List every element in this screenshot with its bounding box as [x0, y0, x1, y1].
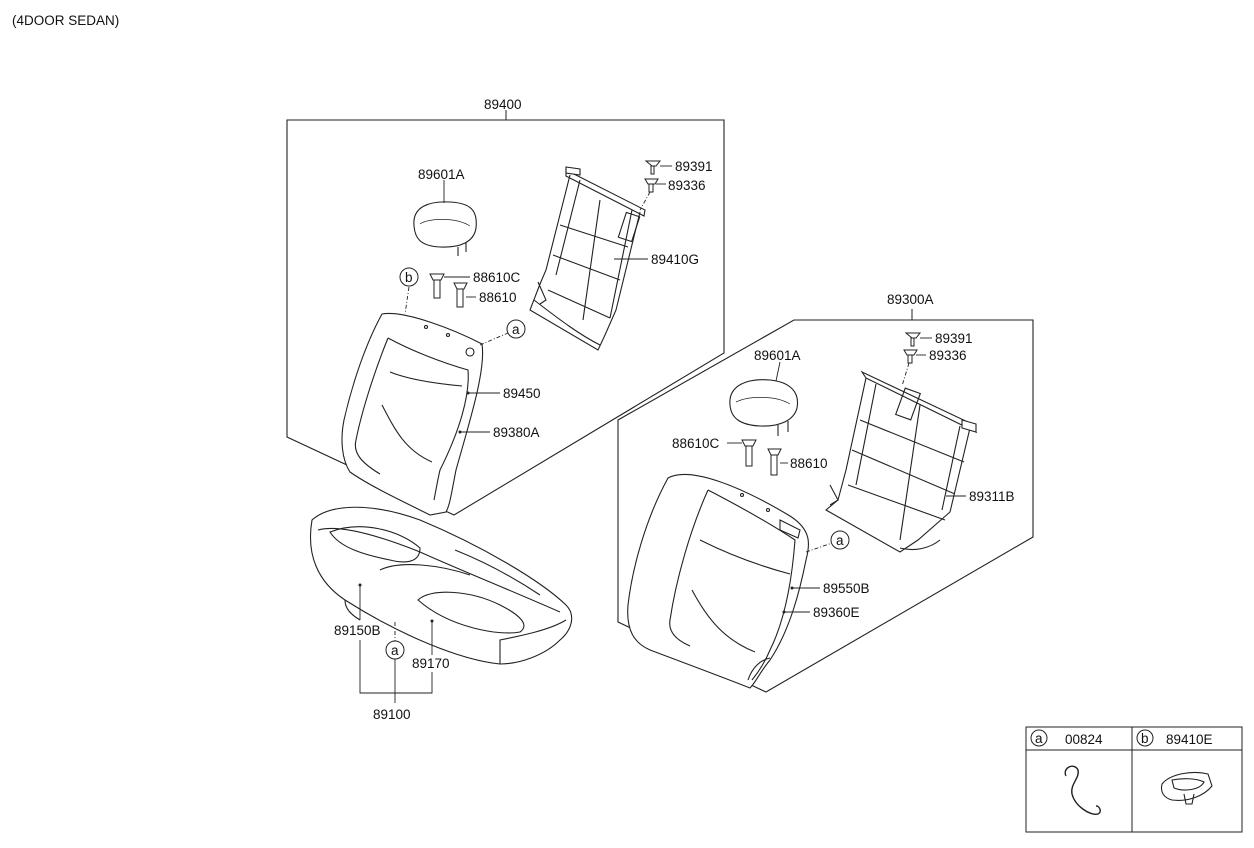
right-seatback-cover-icon	[627, 474, 810, 689]
right-frame-label: 89311B	[969, 489, 1015, 504]
cushion-assembly: 89150B 89170 a 89100	[309, 506, 573, 722]
cushion-callout-a-letter: a	[391, 643, 399, 658]
cushion-pad-label: 89150B	[334, 623, 381, 638]
cushion-cover-label: 89170	[412, 656, 450, 671]
left-seatback-assembly: 89400 89601A 88610C 88610 b	[286, 97, 725, 516]
right-callout-a-letter: a	[836, 533, 844, 548]
right-callout-a	[830, 530, 850, 550]
right-seatback-assembly: 89300A 89601A 88610C 88610	[617, 292, 1034, 693]
left-guide-c-label: 88610C	[473, 270, 521, 285]
legend-a-letter: a	[1035, 731, 1043, 746]
left-pad-label: 89450	[503, 386, 541, 401]
left-cover-label: 89380A	[493, 425, 540, 440]
left-assembly-number: 89400	[484, 97, 522, 112]
left-guide-label: 88610	[479, 290, 517, 305]
left-callout-a-letter: a	[512, 322, 520, 337]
right-assembly-number: 89300A	[887, 292, 934, 307]
left-clip1-label: 89391	[675, 159, 713, 174]
right-guide-icons	[741, 439, 782, 476]
right-headrest-label: 89601A	[754, 348, 801, 363]
right-pad-label: 89550B	[823, 581, 870, 596]
right-clip1-label: 89391	[935, 331, 973, 346]
right-clip2-label: 89336	[929, 348, 967, 363]
left-callout-a	[506, 319, 526, 339]
headrest-bezel-icon	[1160, 771, 1213, 805]
legend-b-part: 89410E	[1166, 732, 1213, 747]
right-headrest-icon	[729, 379, 799, 436]
left-clip-icons	[644, 160, 662, 193]
left-frame-label: 89410G	[651, 252, 699, 267]
right-seatback-frame-icon	[825, 370, 978, 553]
right-clip-icons	[903, 332, 922, 364]
left-guide-icons	[429, 273, 468, 308]
legend-table: a 00824 b 89410E	[1025, 726, 1243, 833]
right-cover-label: 89360E	[813, 605, 860, 620]
left-callout-b	[399, 267, 419, 287]
left-clip2-label: 89336	[668, 178, 706, 193]
right-guide-label: 88610	[790, 456, 828, 471]
left-callout-b-letter: b	[405, 270, 413, 285]
legend-callout-b	[1136, 729, 1154, 747]
right-assembly-outline	[617, 319, 1034, 693]
left-seatback-frame-icon	[529, 166, 646, 351]
cushion-assembly-number: 89100	[373, 707, 411, 722]
left-assembly-outline	[286, 119, 725, 516]
left-headrest-icon	[413, 201, 477, 256]
legend-a-part: 00824	[1065, 732, 1103, 747]
right-guide-c-label: 88610C	[672, 436, 720, 451]
cushion-icon	[309, 506, 573, 665]
variant-title: (4DOOR SEDAN)	[12, 13, 119, 28]
left-headrest-label: 89601A	[418, 167, 465, 182]
legend-callout-a	[1030, 729, 1048, 747]
wire-hook-icon	[1064, 765, 1101, 815]
left-seatback-cover-icon	[341, 312, 484, 516]
legend-b-letter: b	[1141, 731, 1149, 746]
